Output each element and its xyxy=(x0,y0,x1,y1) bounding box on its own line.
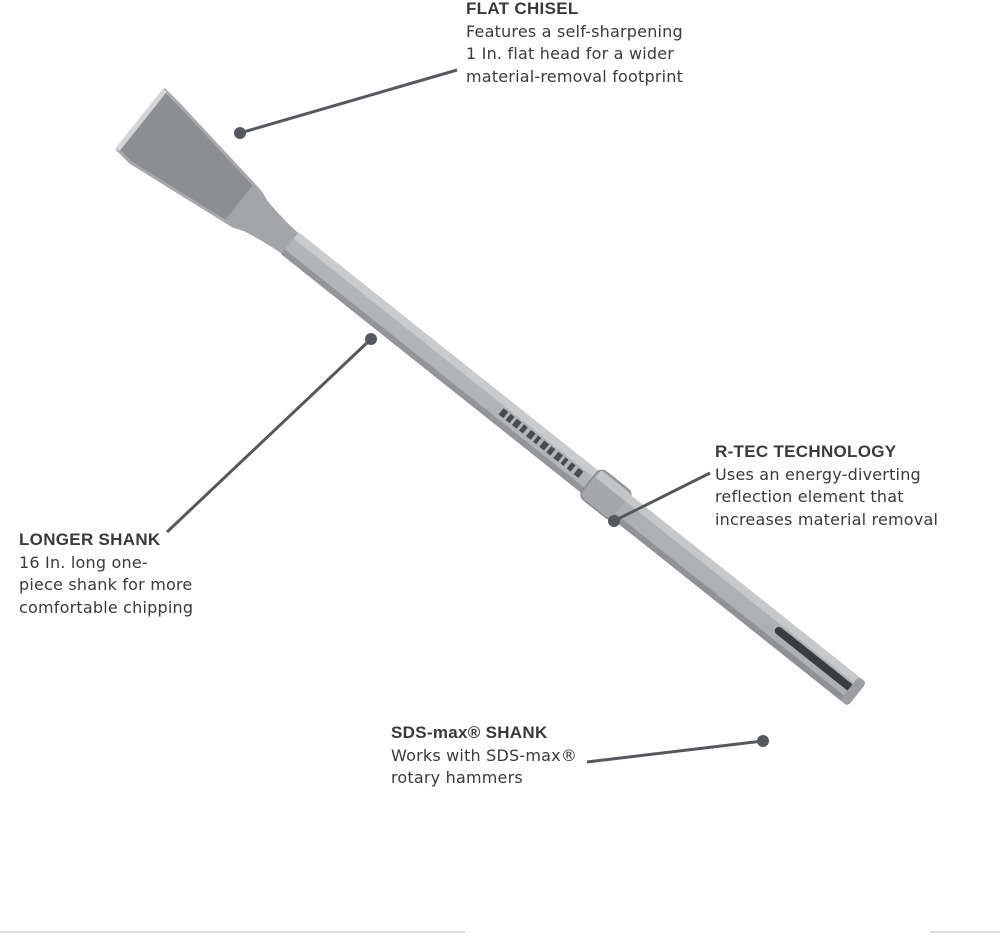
callout-title: LONGER SHANK xyxy=(19,530,161,549)
leader-dot-longer-shank xyxy=(365,333,377,345)
callout-text: piece shank for more xyxy=(19,575,193,594)
leader-rtec xyxy=(613,471,711,523)
leader-longer-shank xyxy=(165,337,373,534)
leader-lines xyxy=(165,68,769,764)
engraved-marking xyxy=(498,408,584,478)
callout-title: FLAT CHISEL xyxy=(466,0,579,18)
leader-dot-rtec xyxy=(608,515,620,527)
callout-sds-max-shank: SDS-max® SHANK Works with SDS-max® rotar… xyxy=(391,722,577,790)
sds-groove xyxy=(774,626,855,693)
bottom-divider xyxy=(0,931,465,933)
callout-title: R-TEC TECHNOLOGY xyxy=(715,442,897,461)
callout-flat-chisel: FLAT CHISEL Features a self-sharpening 1… xyxy=(466,0,683,88)
callout-text: rotary hammers xyxy=(391,768,523,787)
callout-text: material-removal footprint xyxy=(466,66,684,86)
callout-text: 1 In. flat head for a wider xyxy=(466,44,675,63)
leader-flat-chisel xyxy=(239,68,458,135)
bottom-divider xyxy=(930,931,1000,933)
longer-shank xyxy=(282,233,599,493)
callout-text: comfortable chipping xyxy=(19,597,194,617)
leader-sds-max xyxy=(586,739,764,764)
chisel-body xyxy=(115,87,865,705)
callout-text: 16 In. long one- xyxy=(19,552,148,572)
callout-text: Uses an energy-diverting xyxy=(715,464,921,484)
callout-longer-shank: LONGER SHANK 16 In. long one- piece shan… xyxy=(19,529,193,619)
callout-text: Works with SDS-max® xyxy=(391,745,578,765)
callout-text: reflection element that xyxy=(715,487,904,506)
leader-dot-flat-chisel xyxy=(234,127,246,139)
callout-rtec-technology: R-TEC TECHNOLOGY Uses an energy-divertin… xyxy=(715,441,938,531)
callout-title: SDS-max® SHANK xyxy=(391,723,548,742)
callout-text: increases material removal xyxy=(715,509,939,529)
callout-text: Features a self-sharpening xyxy=(466,21,683,41)
leader-dot-sds-max xyxy=(757,735,769,747)
